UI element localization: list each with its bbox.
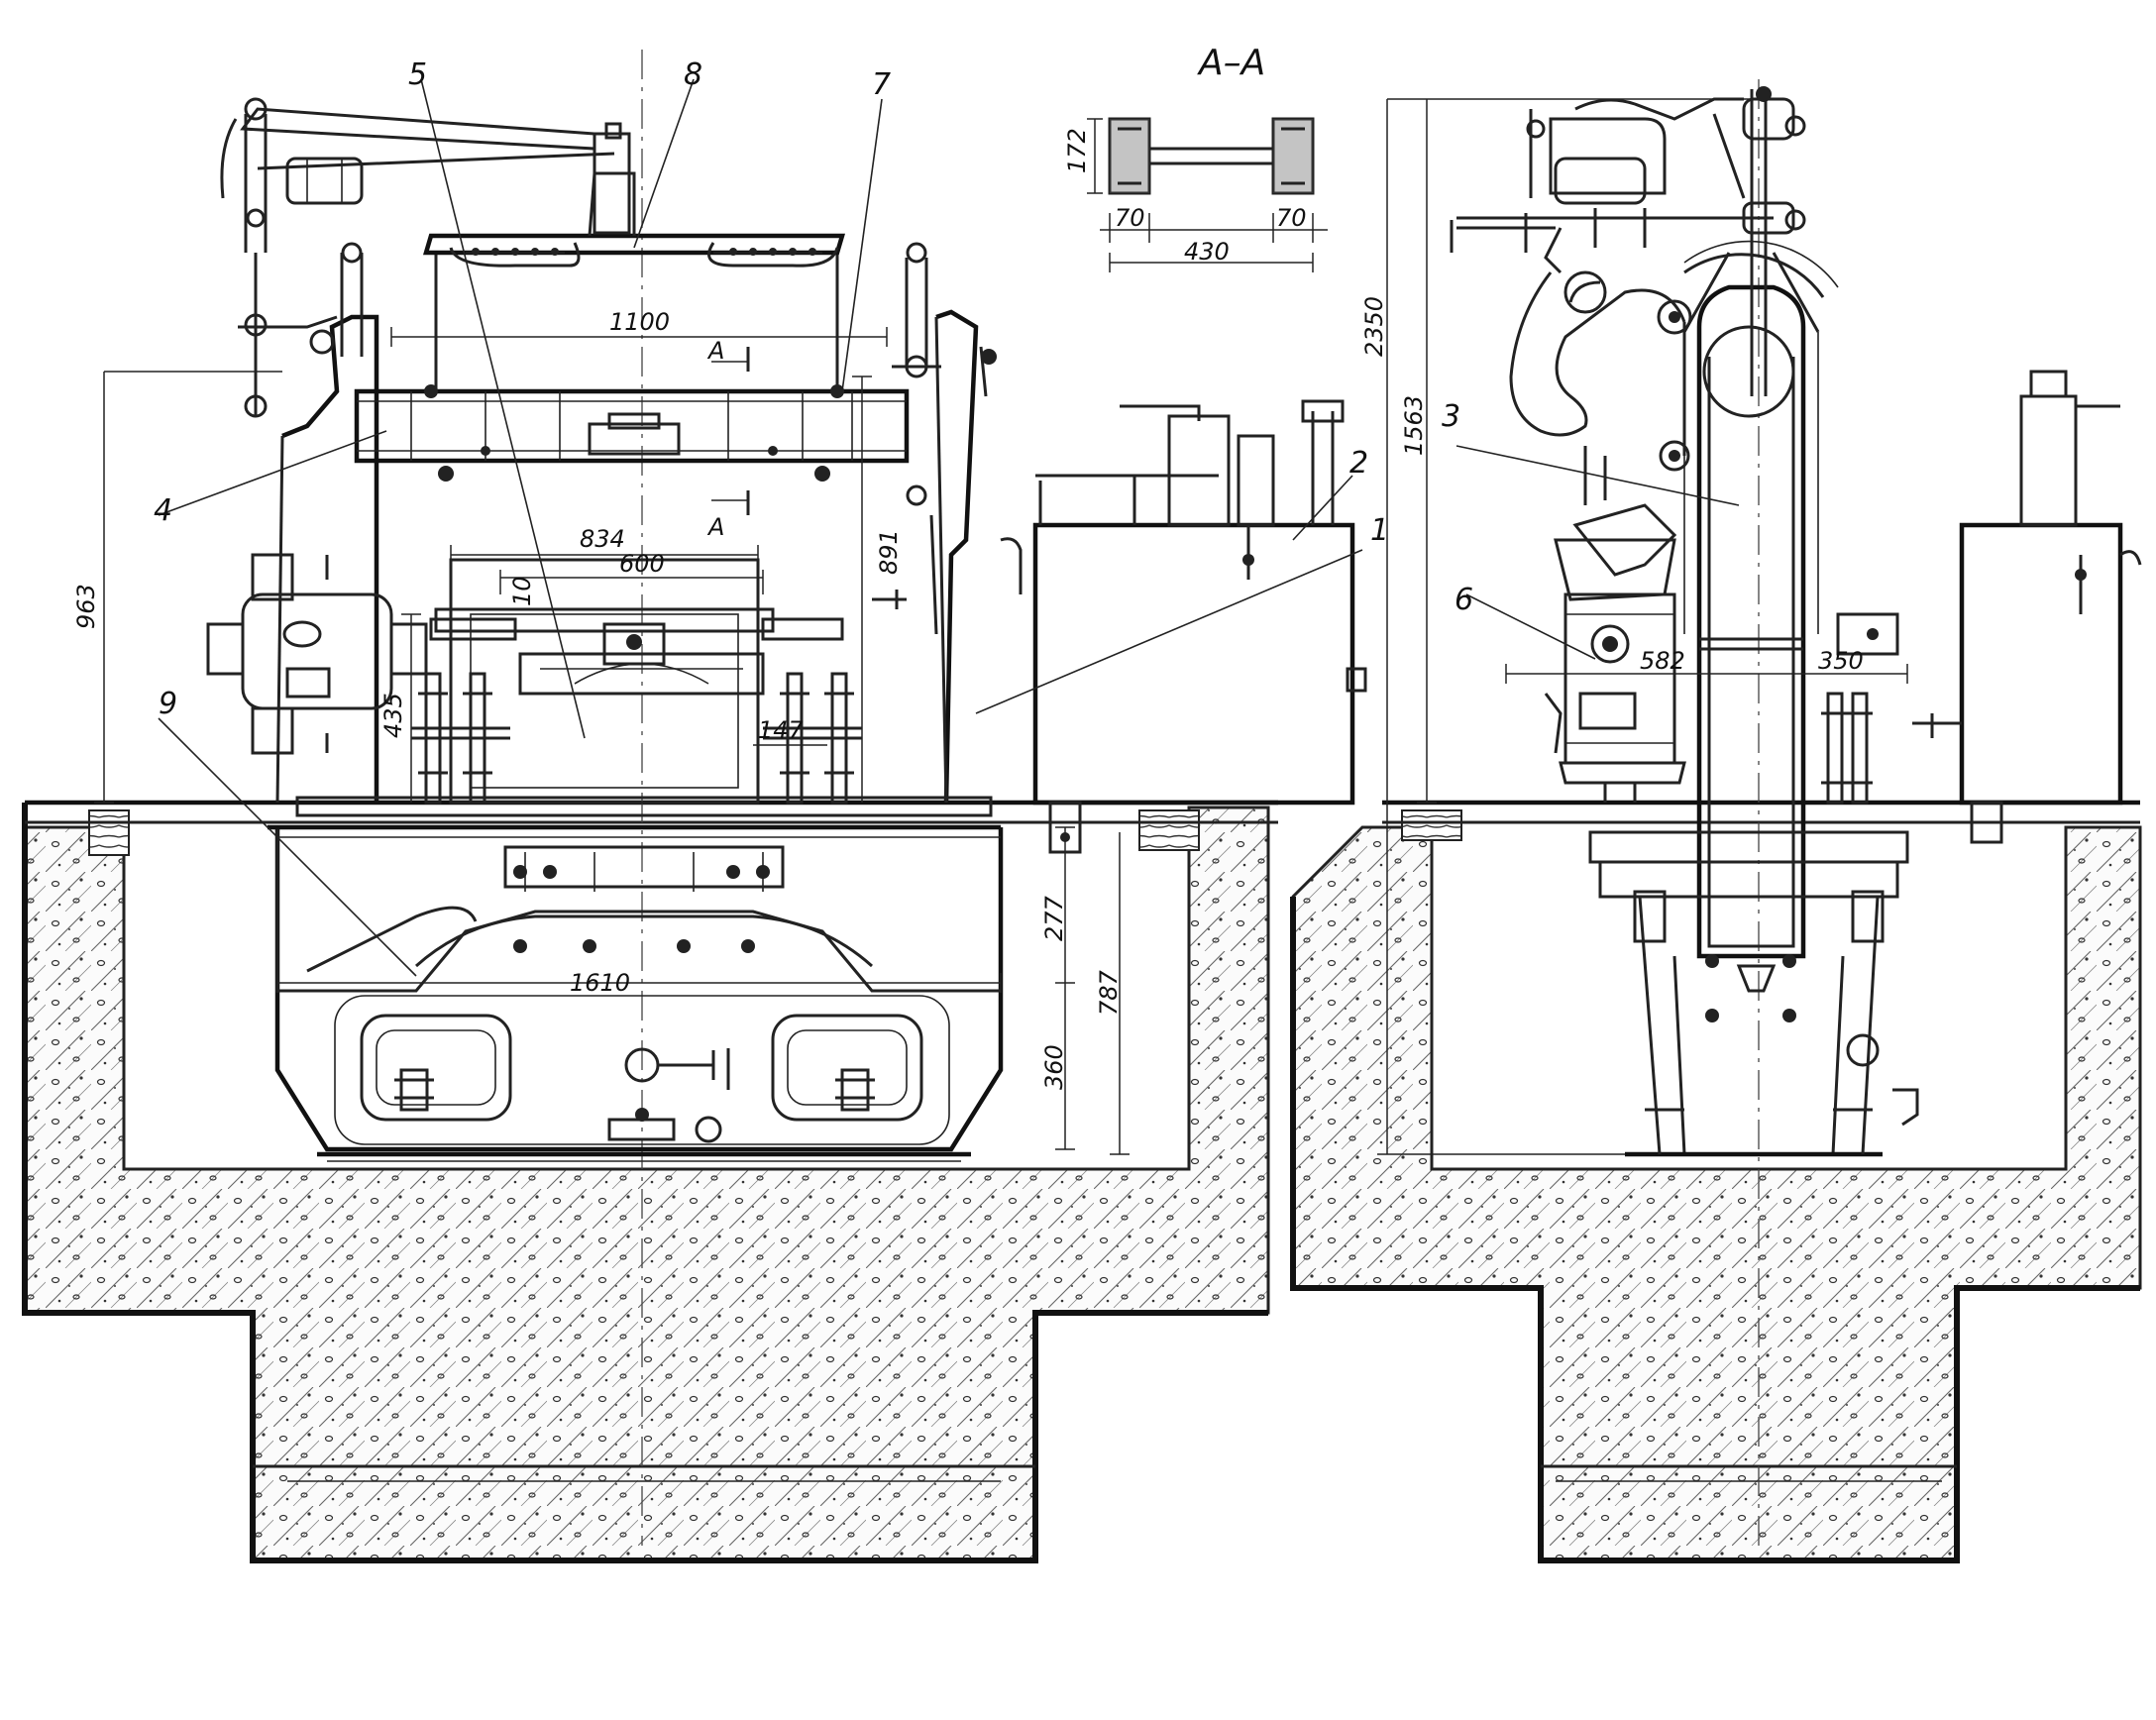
dim-430: 430 (1184, 238, 1230, 266)
dim-2350: 2350 (1360, 296, 1388, 357)
callout-9: 9 (159, 687, 177, 721)
valve-cabinet-front (1032, 399, 1367, 854)
column-body (1696, 284, 1806, 959)
callout-6: 6 (1455, 583, 1473, 617)
callout-2: 2 (1349, 446, 1368, 481)
c-arm (1509, 271, 1686, 437)
swing-head-arm (422, 233, 846, 256)
side-cylinder (1554, 157, 1647, 205)
dim-172: 172 (1063, 128, 1091, 173)
dim-350: 350 (1818, 647, 1864, 675)
dim-1100: 1100 (609, 308, 670, 336)
swing-head-side (1563, 592, 1676, 765)
dim-891: 891 (875, 529, 903, 575)
dim-70-left: 70 (1115, 204, 1145, 232)
section-mark-upper: А (706, 337, 724, 365)
squeeze-head-beam (354, 388, 910, 464)
dim-10: 10 (508, 576, 536, 606)
section-title: А–А (1197, 43, 1265, 83)
callout-5: 5 (408, 57, 427, 92)
anchor-bolt-left (394, 1068, 434, 1112)
callout-1: 1 (1370, 513, 1389, 548)
section-mark-lower: А (706, 513, 724, 541)
dim-435: 435 (379, 693, 407, 738)
labels: А–А А А 1 2 3 4 5 6 7 8 9 1100 834 600 8… (72, 43, 1864, 1090)
leader-lines (158, 78, 1740, 977)
dim-1563: 1563 (1400, 395, 1428, 456)
right-foundation (1290, 809, 2142, 1563)
dim-963: 963 (72, 584, 100, 629)
moulding-machine-side-view (1450, 79, 2142, 1546)
dim-582: 582 (1640, 647, 1685, 675)
moulding-machine-front-view (206, 50, 1023, 1546)
floor-lines (25, 800, 2140, 824)
callout-7: 7 (872, 67, 891, 102)
swing-cylinder (285, 157, 364, 205)
dim-147: 147 (758, 716, 805, 744)
head-holes (472, 248, 816, 256)
left-foundation (22, 803, 1270, 1563)
valve-cabinet-side (1959, 522, 2123, 806)
table-bolts (513, 865, 770, 1122)
callout-8: 8 (684, 57, 702, 92)
callout-4: 4 (154, 493, 172, 528)
dim-787: 787 (1095, 969, 1123, 1016)
guide-studs-right (763, 672, 862, 805)
dim-277: 277 (1040, 895, 1068, 941)
dim-360: 360 (1040, 1044, 1068, 1090)
dim-1610: 1610 (570, 969, 630, 997)
dim-834: 834 (580, 525, 625, 553)
section-a-a-profile (1108, 117, 1315, 195)
anchor-bolt-right (835, 1068, 875, 1112)
dimension-lines (94, 98, 1908, 1155)
moulding-table (295, 796, 993, 817)
vibrator-housing (241, 592, 393, 710)
dim-70-right: 70 (1276, 204, 1307, 232)
pattern-plate (449, 558, 760, 805)
callout-3: 3 (1442, 399, 1460, 434)
dim-600: 600 (619, 550, 665, 578)
beam-bolts (424, 384, 844, 482)
guide-studs-left (411, 672, 510, 805)
